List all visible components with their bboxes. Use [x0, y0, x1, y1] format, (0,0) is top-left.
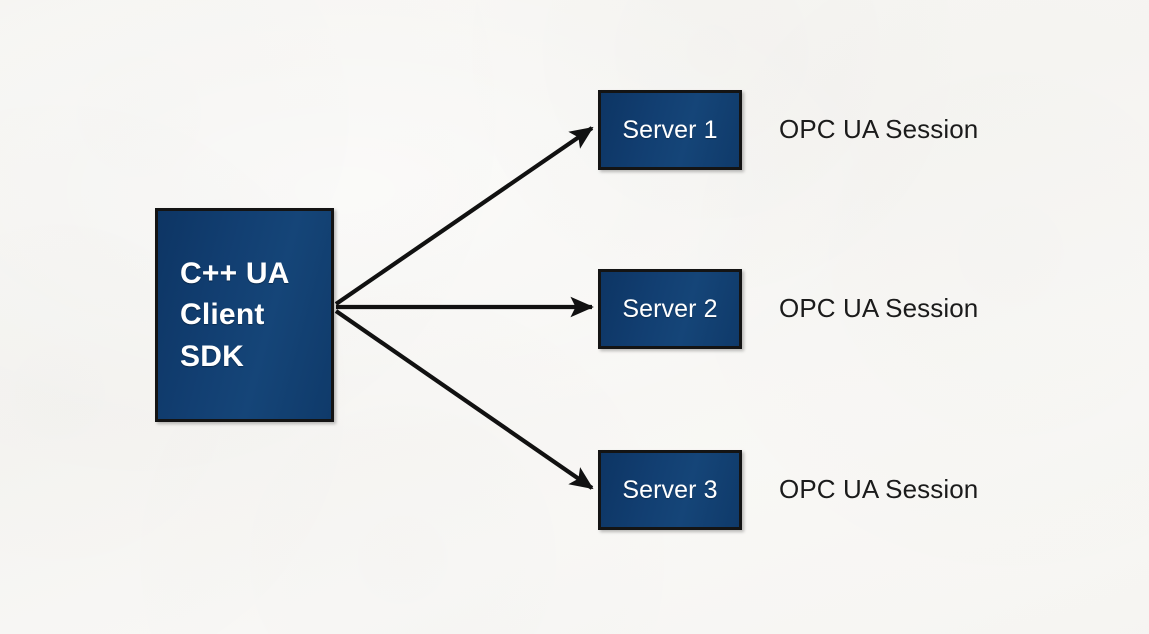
- node-cpp-ua-client-sdk-label: C++ UA Client SDK: [180, 256, 290, 373]
- node-server-3-label: Server 3: [622, 475, 718, 504]
- node-server-1-label: Server 1: [622, 115, 718, 144]
- session-label-server-3: OPC UA Session: [779, 474, 979, 504]
- arrow-sdk-to-server-3: [334, 309, 594, 490]
- node-server-2[interactable]: Server 2: [598, 269, 742, 349]
- node-cpp-ua-client-sdk[interactable]: C++ UA Client SDK: [155, 208, 334, 422]
- node-server-1[interactable]: Server 1: [598, 90, 742, 170]
- node-server-3[interactable]: Server 3: [598, 450, 742, 530]
- session-label-server-2: OPC UA Session: [779, 293, 979, 323]
- session-label-server-1: OPC UA Session: [779, 114, 979, 144]
- arrow-sdk-to-server-1: [334, 126, 594, 306]
- node-server-2-label: Server 2: [622, 294, 718, 323]
